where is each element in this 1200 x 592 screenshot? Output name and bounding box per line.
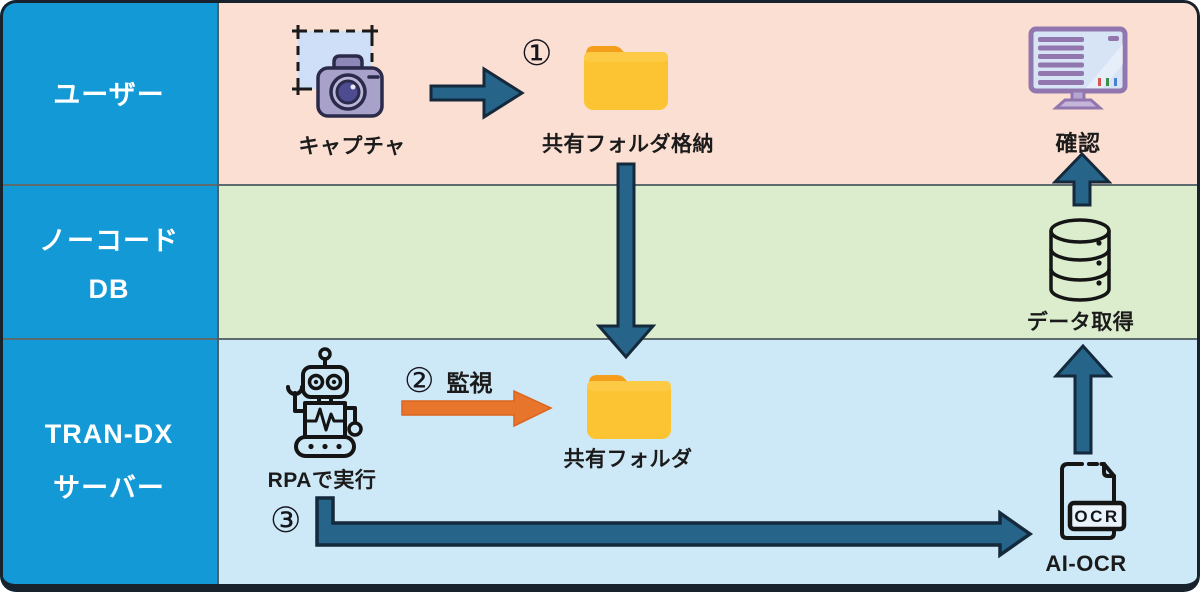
lane-server-background [218, 339, 1200, 592]
step3-marker: ③ [270, 501, 302, 540]
ocr-badge-text: OCR [1074, 507, 1119, 526]
header-divider [217, 0, 219, 592]
arrow-right-capture-to-folder [429, 66, 525, 120]
robot-icon [286, 347, 363, 458]
lane-nocode-db-background [218, 185, 1200, 339]
lane-divider [0, 338, 1200, 340]
monitor-icon [1028, 26, 1128, 110]
ai-ocr-label: AI-OCR [1045, 551, 1127, 576]
arrow-right-watch [401, 389, 553, 428]
step2-text: 監視 [446, 370, 493, 396]
lane-label-text: DB [88, 274, 130, 304]
screenshot-camera-icon [292, 25, 384, 118]
lane-label-trandx-server: TRAN-DX サーバー [0, 339, 218, 584]
lane-label-user: ユーザー [0, 0, 218, 185]
lane-divider [0, 184, 1200, 186]
folder-icon [587, 375, 671, 439]
capture-label: キャプチャ [298, 135, 406, 158]
arrow-elbow-rpa-to-aiocr [315, 496, 1034, 559]
folder-icon [584, 46, 668, 110]
arrow-down-store-to-shared-folder [596, 162, 656, 360]
lane-label-text: ユーザー [53, 80, 165, 110]
step2-label: ② 監視 [404, 364, 492, 398]
lane-label-text: ノーコード [39, 226, 179, 256]
data-fetch-label: データ取得 [1026, 311, 1135, 334]
arrow-up-aiocr-to-datafetch [1053, 343, 1113, 455]
lane-header-column [0, 0, 218, 592]
arrow-up-datafetch-to-confirm [1052, 151, 1112, 207]
lane-label-text: TRAN-DX [44, 418, 174, 449]
step1-marker: ① [521, 34, 553, 73]
ocr-document-icon: OCR [1060, 462, 1127, 540]
lane-label-nocode-db: ノーコード DB [0, 185, 218, 339]
confirm-label: 確認 [1055, 131, 1101, 156]
lane-label-text: サーバー [53, 472, 165, 503]
rpa-label: RPAで実行 [267, 469, 377, 492]
folder-watch-label: 共有フォルダ [563, 448, 693, 471]
step2-marker: ② [404, 362, 435, 400]
database-icon [1049, 218, 1111, 302]
folder-store-label: 共有フォルダ格納 [542, 133, 714, 156]
